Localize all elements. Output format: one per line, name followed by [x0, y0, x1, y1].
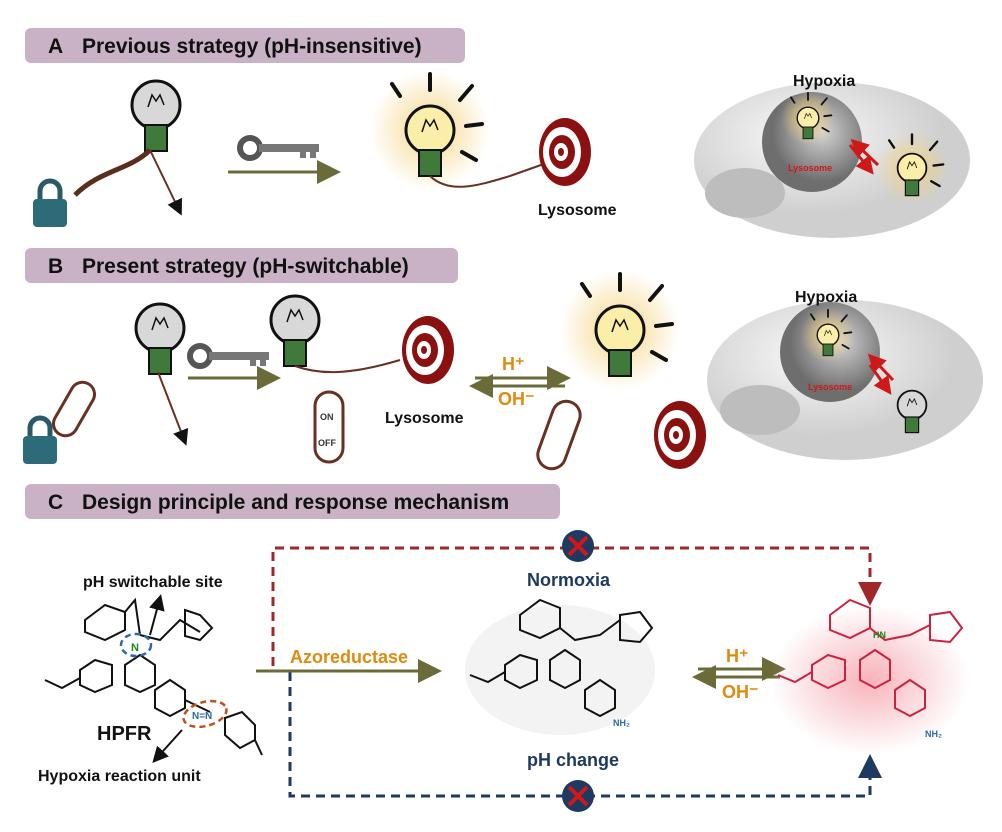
key-icon [240, 138, 319, 158]
lightbulb-off-icon [134, 302, 186, 376]
panel-b-banner [25, 248, 458, 283]
switch-icon [536, 399, 582, 471]
switch-icon [313, 390, 345, 464]
hpfr-label: HPFR [97, 723, 152, 745]
azo-group: N=N [192, 711, 212, 722]
azoreductase-label: Azoreductase [290, 647, 408, 667]
linker-icon [73, 148, 152, 197]
cell-lysosome-label: Lysosome [808, 382, 852, 392]
lightbulb-off-icon [269, 294, 321, 368]
lock-icon [33, 181, 67, 227]
key-icon [190, 346, 269, 366]
hypoxia-label: Hypoxia [795, 289, 857, 306]
lysosome-target-icon [654, 401, 706, 469]
panel-b-title: Present strategy (pH-switchable) [82, 255, 409, 278]
normoxia-label: Normoxia [527, 570, 611, 590]
lysosome-label: Lysosome [385, 410, 464, 427]
panel-c-banner [25, 484, 560, 519]
hpfr-structure: N N=N [44, 597, 263, 756]
panel-a-title: Previous strategy (pH-insensitive) [82, 35, 422, 58]
panel-b: B Present strategy (pH-switchable) ON OF… [23, 248, 983, 471]
ph-switchable-site-label: pH switchable site [83, 574, 223, 591]
panel-c-letter: C [48, 491, 63, 514]
lysosome-target-icon [539, 118, 591, 186]
h-plus-label: H⁺ [726, 646, 749, 666]
normoxia-path [271, 546, 882, 666]
oh-minus-label: OH⁻ [498, 389, 535, 409]
lock-icon [23, 418, 57, 464]
linker-icon [429, 159, 556, 188]
lightbulb-on-icon [558, 268, 682, 392]
cell-lysosome-label: Lysosome [788, 163, 832, 173]
lightbulb-off-icon [130, 79, 182, 153]
switch-off-label: OFF [318, 438, 336, 448]
blocked-x-icon [560, 778, 596, 814]
switch-icon [52, 380, 96, 438]
oh-minus-label: OH⁻ [722, 682, 759, 702]
hypoxia-label: Hypoxia [793, 73, 855, 90]
open-fluorescent-structure: HN NH₂ [770, 598, 970, 755]
h-plus-label: H⁺ [502, 354, 525, 374]
spirolactam-product-structure: NH₂ [465, 598, 655, 735]
lightbulb-on-icon [368, 68, 492, 192]
hypoxia-reaction-unit-label: Hypoxia reaction unit [38, 768, 201, 785]
amine-label: NH₂ [925, 729, 942, 739]
panel-a: A Previous strategy (pH-insensitive) Lys… [25, 28, 970, 238]
blocked-x-icon [560, 528, 596, 564]
panel-a-letter: A [48, 35, 63, 58]
lysosome-target-icon [402, 316, 454, 384]
panel-c: C Design principle and response mechanis… [25, 484, 970, 814]
panel-c-title: Design principle and response mechanism [82, 491, 509, 514]
amine-label: NH₂ [613, 718, 630, 728]
protonated-amine-label: HN [873, 630, 886, 640]
ph-change-label: pH change [527, 750, 619, 770]
arrow-probe-icon [149, 149, 182, 216]
panel-b-letter: B [48, 255, 63, 278]
switch-on-label: ON [320, 412, 334, 422]
lysosome-label: Lysosome [538, 202, 617, 219]
pH-site-nitrogen: N [131, 642, 139, 654]
panel-a-banner [25, 28, 465, 63]
